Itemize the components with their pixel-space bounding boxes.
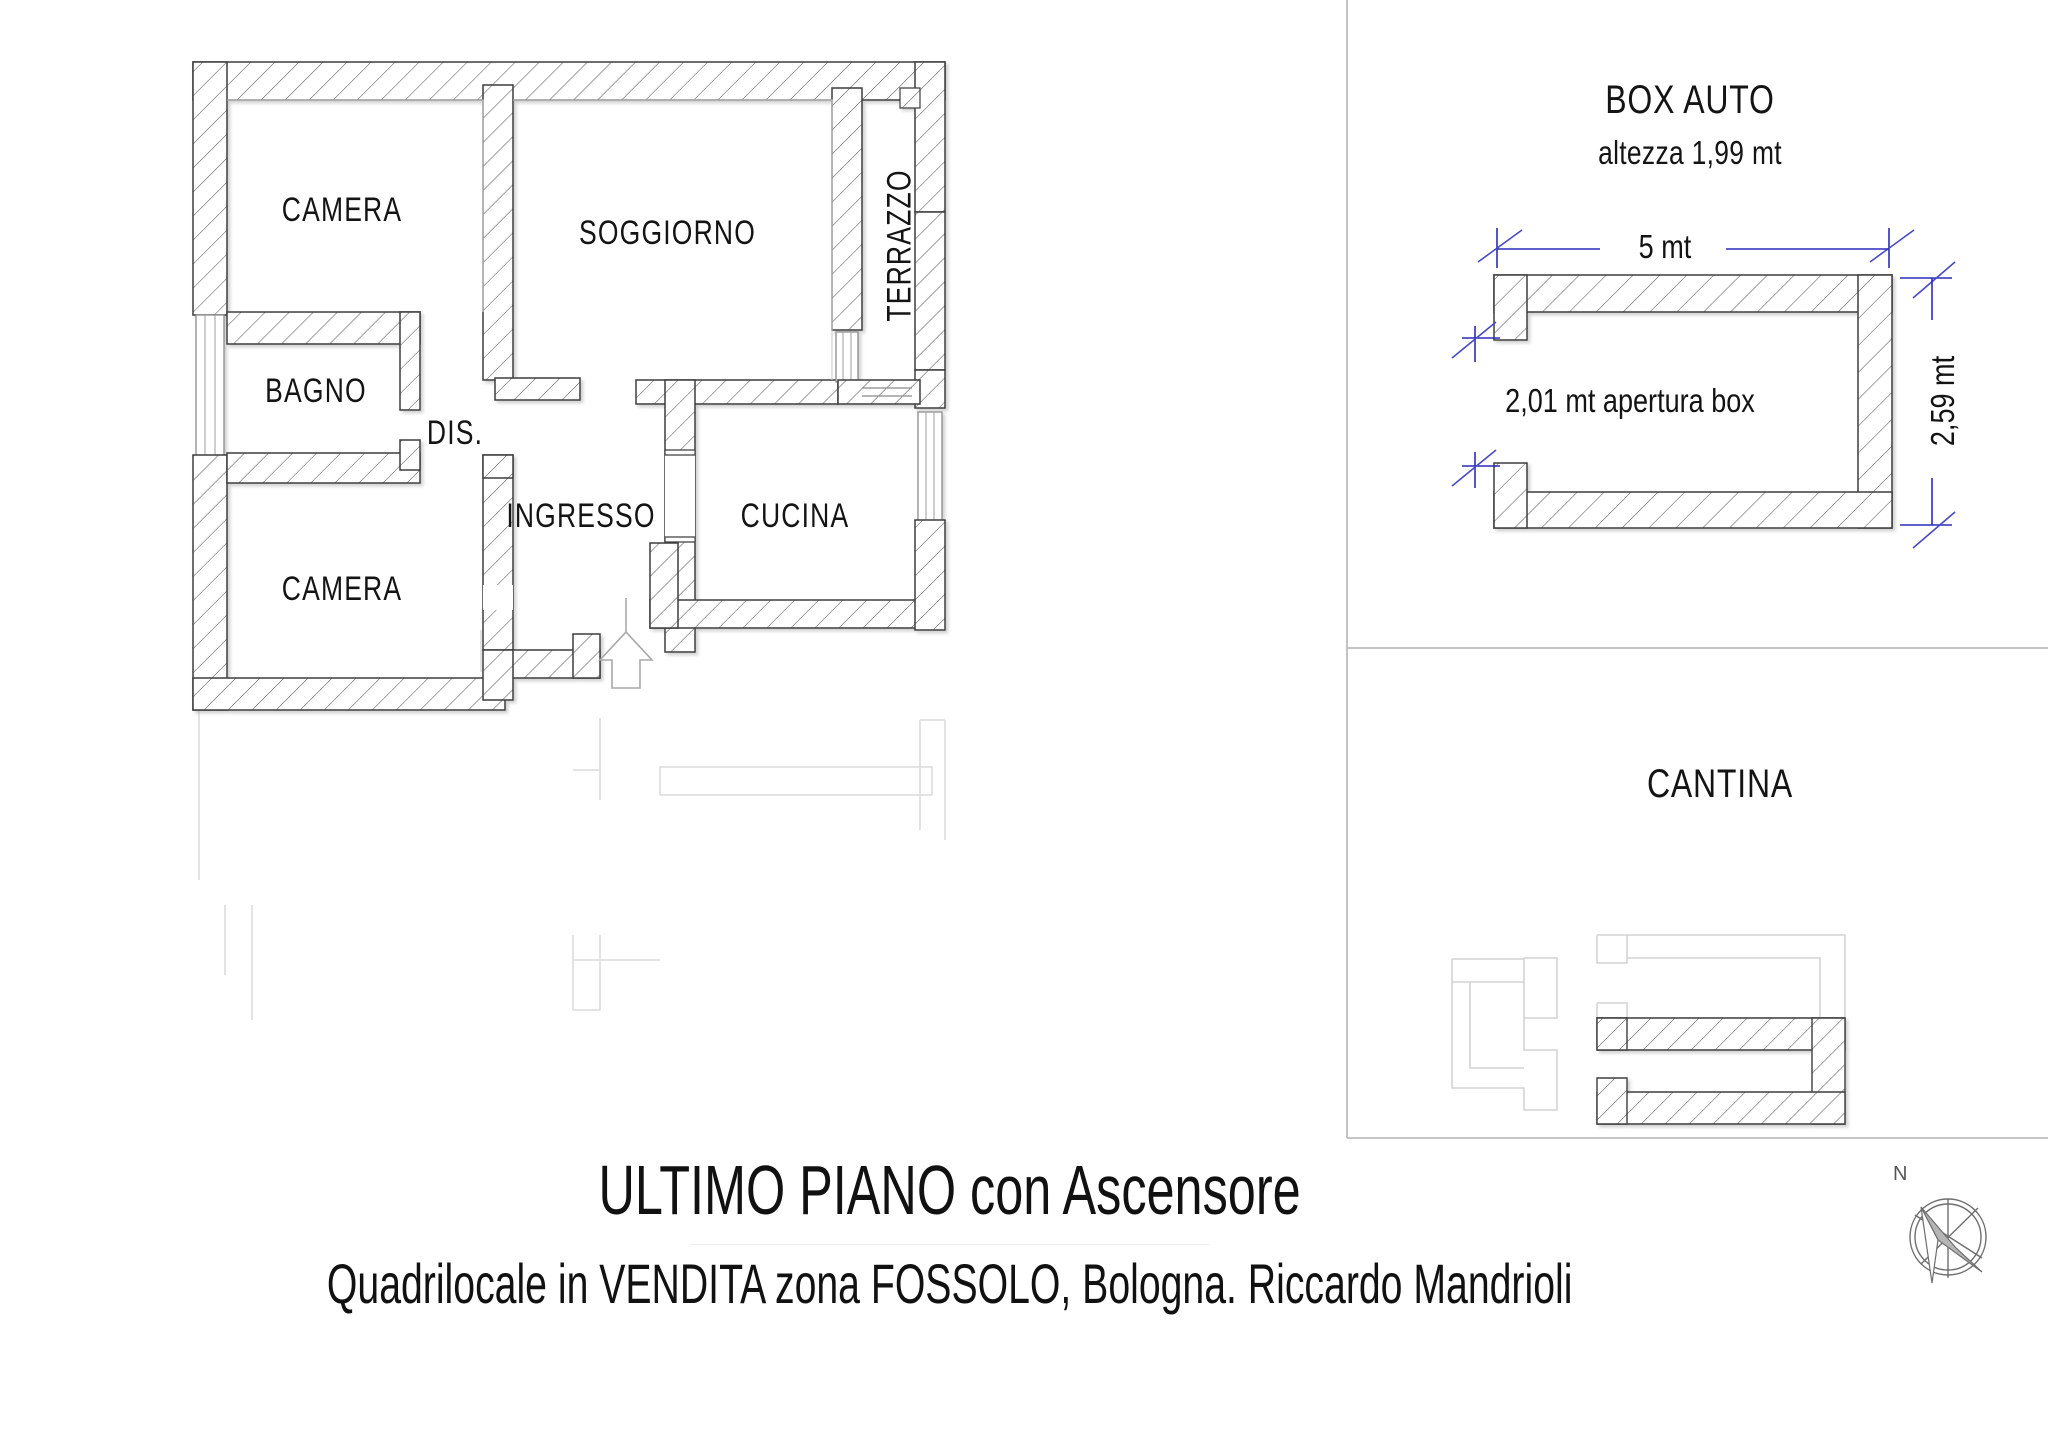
box-auto-width-dimension: 5 mt bbox=[1638, 228, 1692, 265]
cantina-drawing bbox=[1451, 934, 1846, 1125]
compass-north-label: N bbox=[1893, 1163, 1908, 1185]
box-auto-drawing bbox=[1493, 274, 1893, 529]
box-auto-depth-dimension: 2,59 mt bbox=[1924, 355, 1961, 447]
caption-block: ULTIMO PIANO con Ascensore Quadrilocale … bbox=[0, 1150, 1900, 1316]
room-label-ingresso: INGRESSO bbox=[506, 497, 656, 535]
cantina-title: CANTINA bbox=[1646, 762, 1794, 806]
page-title: ULTIMO PIANO con Ascensore bbox=[598, 1151, 1302, 1229]
caption-divider bbox=[690, 1244, 1210, 1245]
box-auto-dimension-lines bbox=[1451, 228, 1956, 549]
page-subtitle: Quadrilocale in VENDITA zona FOSSOLO, Bo… bbox=[327, 1252, 1573, 1315]
box-auto-opening-dimension: 2,01 mt apertura box bbox=[1505, 382, 1755, 419]
room-label-bagno: BAGNO bbox=[265, 372, 367, 410]
panel-frames bbox=[1346, 0, 2048, 1139]
room-label-camera-bottom: CAMERA bbox=[281, 570, 403, 608]
compass-rose-icon bbox=[1909, 1198, 1987, 1284]
box-auto-subtitle: altezza 1,99 mt bbox=[1598, 134, 1782, 171]
room-label-cucina: CUCINA bbox=[740, 497, 850, 535]
apartment-walls bbox=[192, 61, 946, 711]
room-inner-contours bbox=[227, 99, 833, 380]
faint-context-outlines bbox=[198, 630, 946, 1020]
room-label-soggiorno: SOGGIORNO bbox=[579, 214, 757, 252]
room-label-disimpegno: DIS. bbox=[426, 414, 484, 452]
room-label-camera-top: CAMERA bbox=[281, 191, 403, 229]
room-label-terrazzo: TERRAZZO bbox=[880, 169, 919, 322]
entrance-arrow bbox=[598, 598, 654, 689]
box-auto-title: BOX AUTO bbox=[1605, 78, 1775, 122]
